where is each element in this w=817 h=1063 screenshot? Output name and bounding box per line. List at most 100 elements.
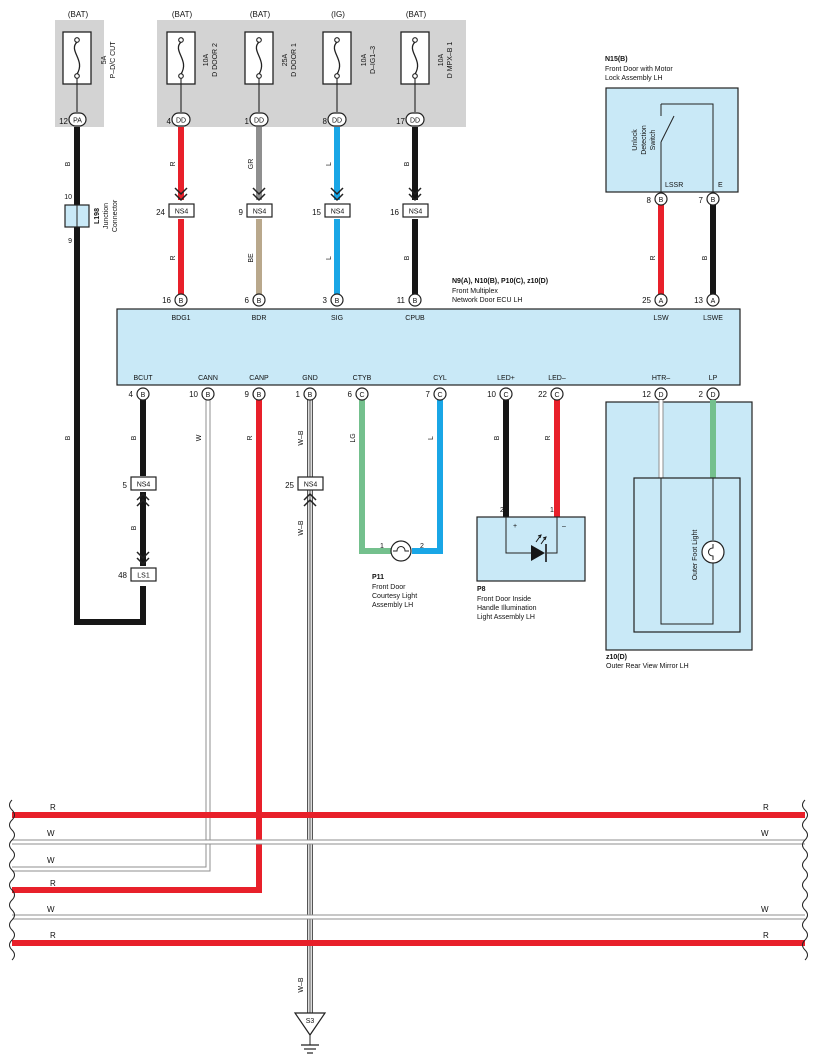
ecu-pin-bcut: BCUT 4 B <box>129 375 153 401</box>
fuse-rating: 10A <box>203 53 210 66</box>
pin-number: 25 <box>285 481 294 490</box>
bulb-icon <box>701 540 725 564</box>
wire-color-label: W–B <box>298 520 305 536</box>
fuse-source-label: (BAT) <box>250 10 271 19</box>
break-mark-left <box>9 799 15 961</box>
switch-label: Detection <box>641 125 648 155</box>
wire-color-label: R <box>170 161 177 166</box>
connector-code: C <box>554 392 559 399</box>
pin-number: 1 <box>380 543 384 550</box>
fuse-d-ig1-3: (IG) 10A D–IG1–3 <box>322 10 377 112</box>
terminal-label: HTR– <box>652 375 670 382</box>
pin-number: 16 <box>390 208 399 217</box>
fuse-rating: 5A <box>101 55 108 64</box>
wire-color-label: B <box>494 435 501 440</box>
connector-code: PA <box>73 118 82 125</box>
pin-number: 4 <box>167 117 172 126</box>
pin-number: 10 <box>487 390 496 399</box>
ecu-pin-ctyb: CTYB 6 C <box>348 375 372 401</box>
wire-color-label: R <box>545 435 552 440</box>
pin-number: 1 <box>296 390 301 399</box>
pin-number: 1 <box>245 117 250 126</box>
fuse-name: D–IG1–3 <box>370 46 377 74</box>
component-name: Front Door <box>372 584 406 591</box>
component-name: Light Assembly LH <box>477 614 535 621</box>
ecu-id: N9(A), N10(B), P10(C), z10(D) <box>452 278 548 285</box>
component-id: z10(D) <box>606 654 627 661</box>
wire-color-label: LG <box>350 433 357 442</box>
component-z10-outer-mirror: Outer Foot Light z10(D) Outer Rear View … <box>605 400 753 670</box>
connector-ns4-16: 16 NS4 <box>390 187 429 218</box>
ecu-pin-lsw: 25 A LSW <box>642 293 669 322</box>
connector-code: C <box>359 392 364 399</box>
fuse-name: D DOOR 1 <box>291 43 298 77</box>
pin-dd-8: 8 DD <box>323 112 347 127</box>
component-name: Courtesy Light <box>372 593 417 600</box>
bus-label: W <box>761 905 769 914</box>
ecu-front-multiplex: N9(A), N10(B), P10(C), z10(D) Front Mult… <box>116 278 741 401</box>
terminal-label: CPUB <box>405 315 425 322</box>
terminal-label: LSWE <box>703 315 723 322</box>
wire-color-label: L <box>326 256 333 260</box>
pin-number: 6 <box>245 296 250 305</box>
fuse-rating: 10A <box>361 53 368 66</box>
terminal-label: E <box>718 182 723 189</box>
pin-number: 12 <box>642 390 651 399</box>
component-n15-door-lock: N15(B) Front Door with Motor Lock Assemb… <box>605 56 739 206</box>
connector-code: NS4 <box>137 482 151 489</box>
wire-color-label: R <box>247 435 254 440</box>
component-id: P8 <box>477 586 486 593</box>
fuse-d-door-2: (BAT) 10A D DOOR 2 <box>166 10 219 112</box>
component-name: Front Door with Motor <box>605 66 673 73</box>
connector-code: B <box>308 392 313 399</box>
pin-number: 48 <box>118 571 127 580</box>
pin-number: 2 <box>500 507 504 514</box>
fuse-d-door-1: (BAT) 25A D DOOR 1 <box>244 10 298 112</box>
pin-number: 8 <box>323 117 328 126</box>
pin-number: 7 <box>426 390 431 399</box>
terminal-label: LSW <box>653 315 669 322</box>
fuse-source-label: (BAT) <box>406 10 427 19</box>
connector-code: A <box>711 298 716 305</box>
bus-label: R <box>50 803 56 812</box>
fuse-rating: 25A <box>282 53 289 66</box>
wire-white-cann-outer <box>12 400 211 872</box>
ecu-pin-gnd: GND 1 B <box>296 375 318 401</box>
led-icon <box>531 534 547 562</box>
ecu-pin-canp: CANP 9 B <box>245 375 269 401</box>
wire-color-label: B <box>404 161 411 166</box>
pin-number: 5 <box>123 481 128 490</box>
pin-number: 22 <box>538 390 547 399</box>
component-name: Lock Assembly LH <box>605 75 663 82</box>
component-name: Handle Illumination <box>477 605 537 612</box>
terminal-label: SIG <box>331 315 343 322</box>
fuse-rating: 10A <box>438 53 445 66</box>
bus-label: R <box>763 931 769 940</box>
switch-label: Switch <box>650 130 657 151</box>
wire-blue-cyl <box>412 400 443 554</box>
pin-number: 2 <box>699 390 704 399</box>
pin-number: 13 <box>694 296 703 305</box>
ecu-pin-led-minus: LED– 22 C <box>538 375 566 401</box>
connector-ns4-25: 25 NS4 <box>285 476 324 507</box>
terminal-label: BCUT <box>133 375 153 382</box>
connector-code: NS4 <box>175 209 189 216</box>
connector-code: NS4 <box>409 209 423 216</box>
internal-label: Outer Foot Light <box>692 530 699 581</box>
wire-color-label: B <box>702 255 709 260</box>
terminal-label: LP <box>709 375 718 382</box>
wire-color-label: L <box>428 436 435 440</box>
connector-code: C <box>437 392 442 399</box>
ecu-pin-led-plus: LED+ 10 C <box>487 375 515 401</box>
ground-id: S3 <box>306 1018 315 1025</box>
junction-name: Junction <box>103 203 110 229</box>
terminal-label: + <box>513 523 517 530</box>
wire-color-label: W <box>196 434 203 441</box>
wire-color-label: B <box>404 255 411 260</box>
pin-number: 9 <box>68 238 72 245</box>
wire-white-cann-inner <box>12 400 210 871</box>
fuse-name: D MPX–B 1 <box>447 42 454 79</box>
wire-color-label: L <box>326 162 333 166</box>
